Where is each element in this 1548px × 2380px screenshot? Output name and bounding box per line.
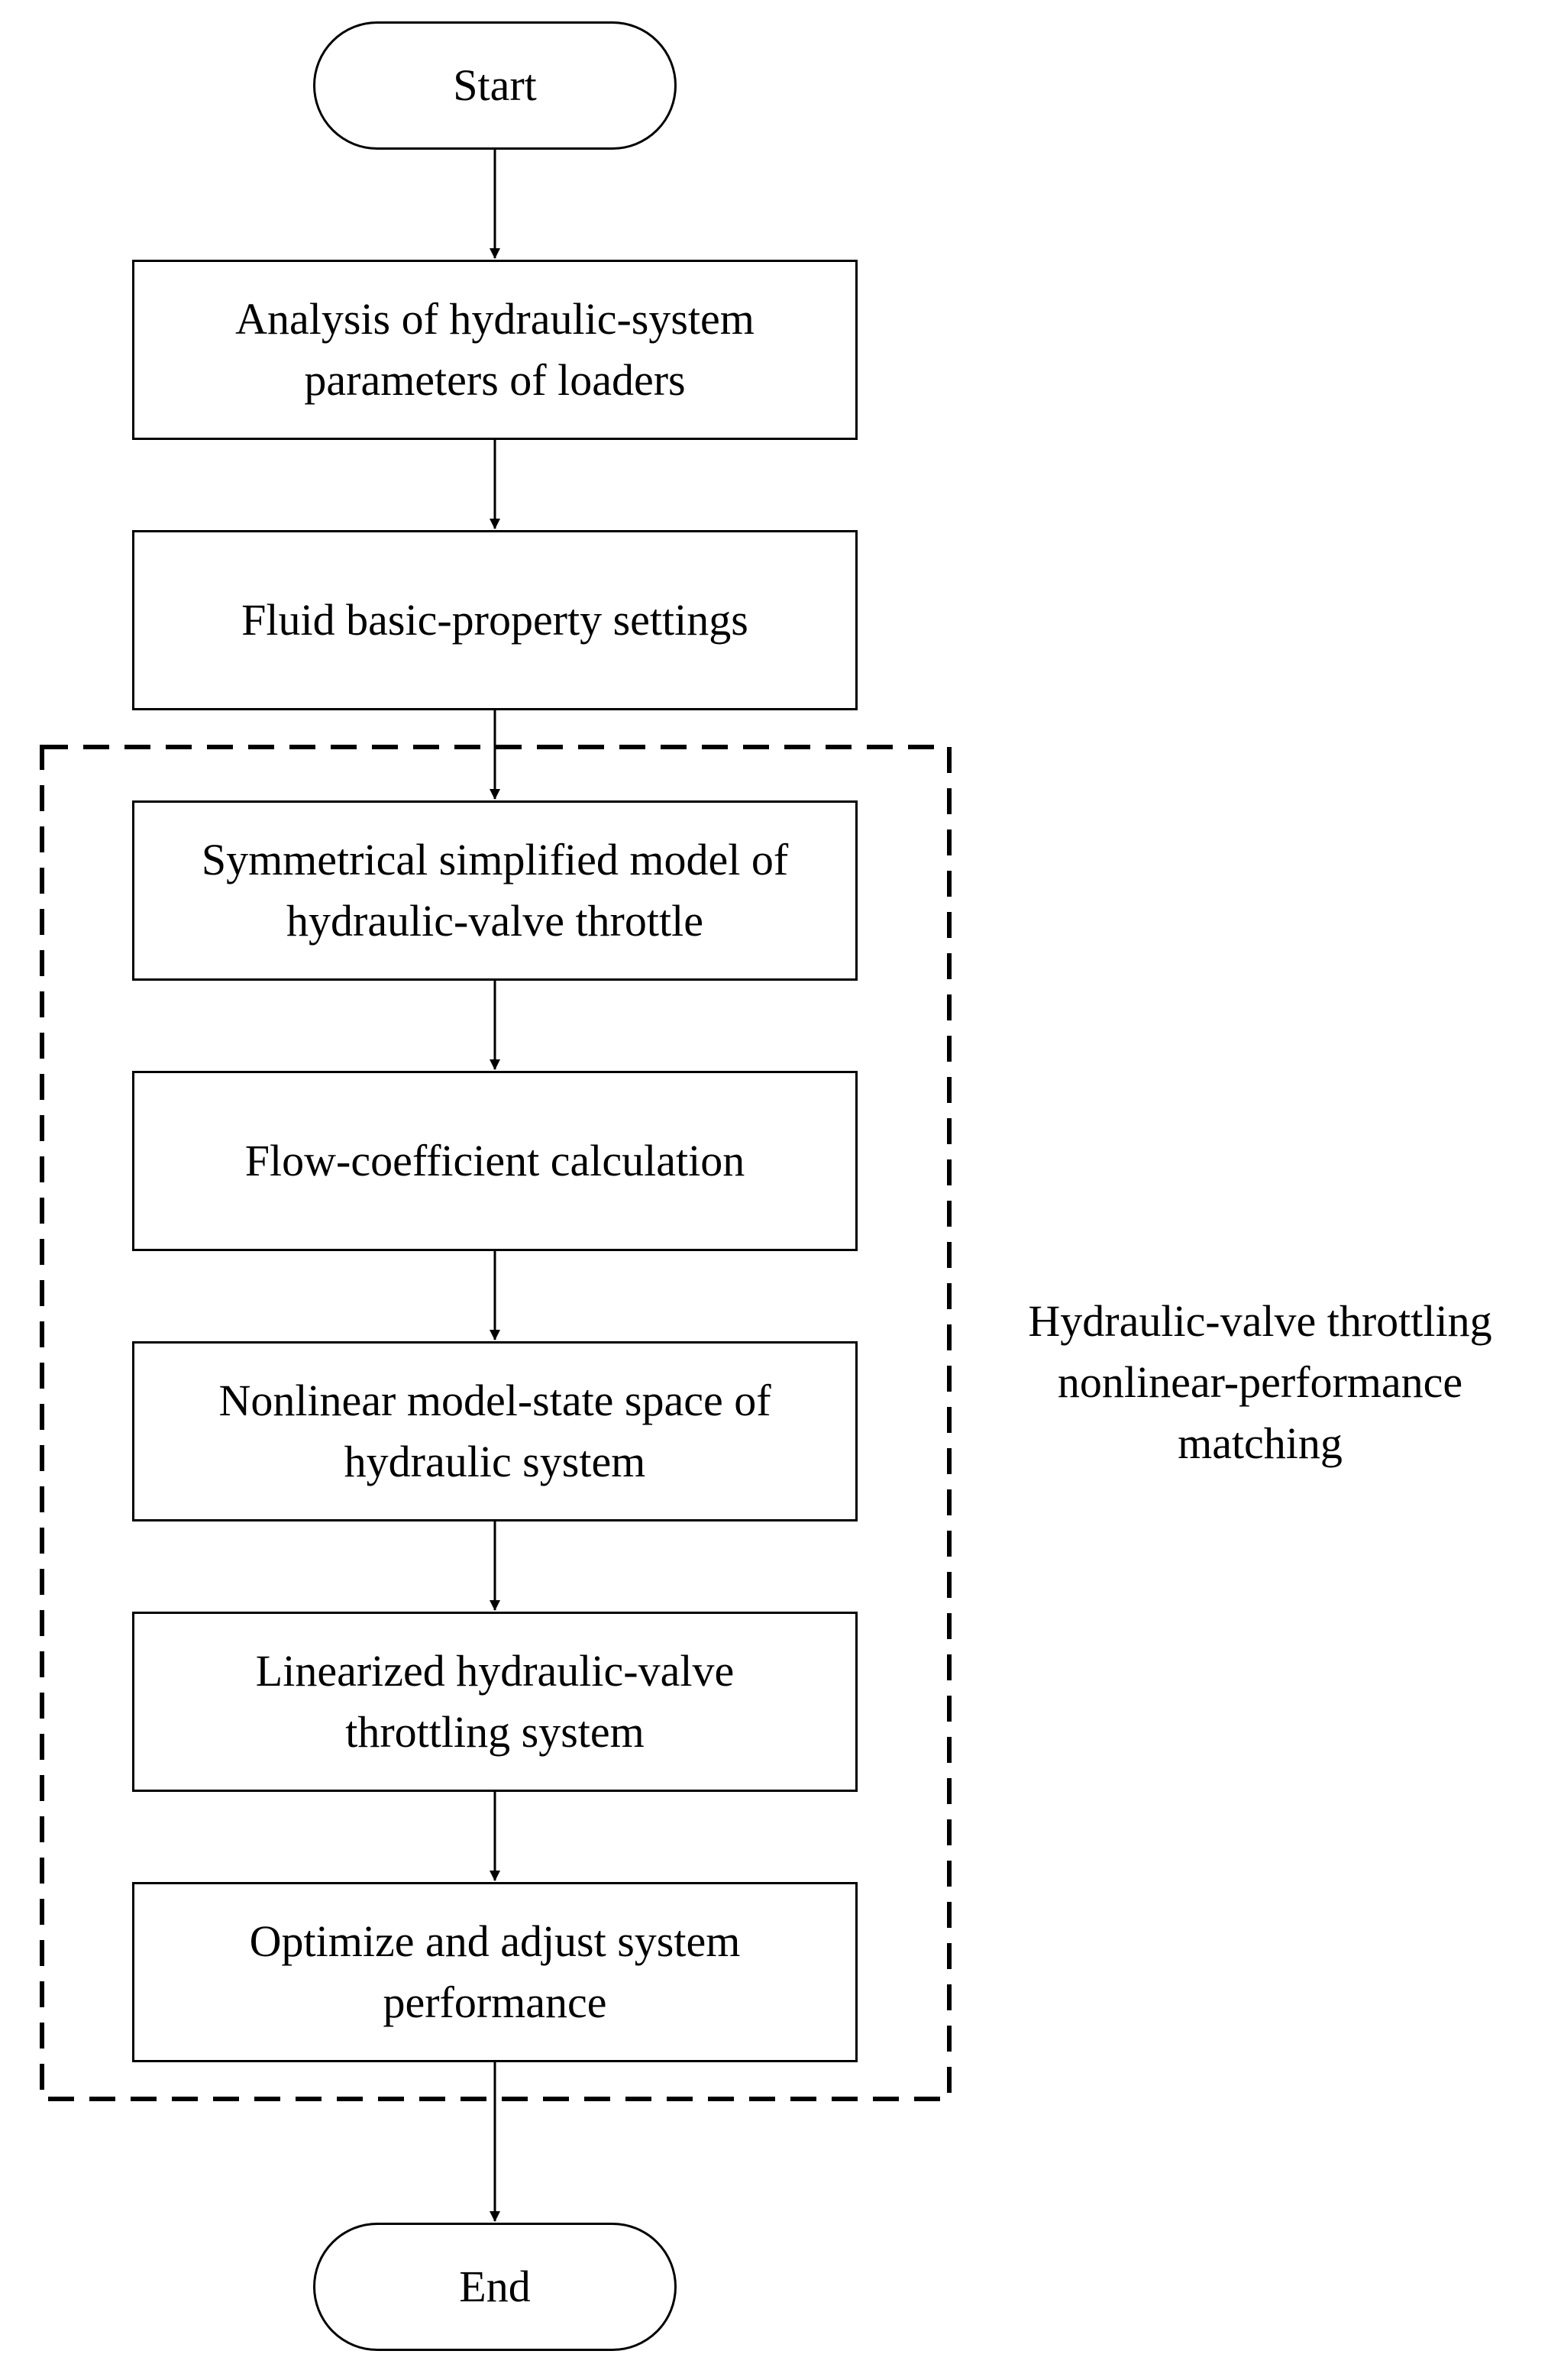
step-label: Symmetrical simplified model of hydrauli…: [201, 835, 789, 946]
group-label: Hydraulic-valve throttling nonlinear-per…: [1028, 1296, 1492, 1468]
group-dashed-border: [40, 745, 952, 2101]
step-nonlinear-state-space: Nonlinear model-state space of hydraulic…: [132, 1341, 858, 1521]
end-terminal: End: [313, 2223, 677, 2351]
step-analysis-hydraulic-parameters: Analysis of hydraulic-system parameters …: [132, 260, 858, 440]
step-fluid-property-settings: Fluid basic-property settings: [132, 530, 858, 710]
step-label: Analysis of hydraulic-system parameters …: [235, 294, 755, 405]
step-label: Flow-coefficient calculation: [244, 1136, 745, 1185]
end-label: End: [459, 2262, 531, 2311]
step-label: Fluid basic-property settings: [241, 595, 748, 645]
step-flow-coefficient-calculation: Flow-coefficient calculation: [132, 1071, 858, 1251]
step-label: Nonlinear model-state space of hydraulic…: [218, 1376, 771, 1486]
start-label: Start: [453, 60, 537, 110]
step-label: Linearized hydraulic-valve throttling sy…: [255, 1646, 735, 1757]
step-optimize-adjust-performance: Optimize and adjust system performance: [132, 1882, 858, 2062]
step-linearized-throttling-system: Linearized hydraulic-valve throttling sy…: [132, 1612, 858, 1792]
step-symmetrical-simplified-model: Symmetrical simplified model of hydrauli…: [132, 800, 858, 981]
step-label: Optimize and adjust system performance: [249, 1916, 741, 2027]
start-terminal: Start: [313, 21, 677, 150]
